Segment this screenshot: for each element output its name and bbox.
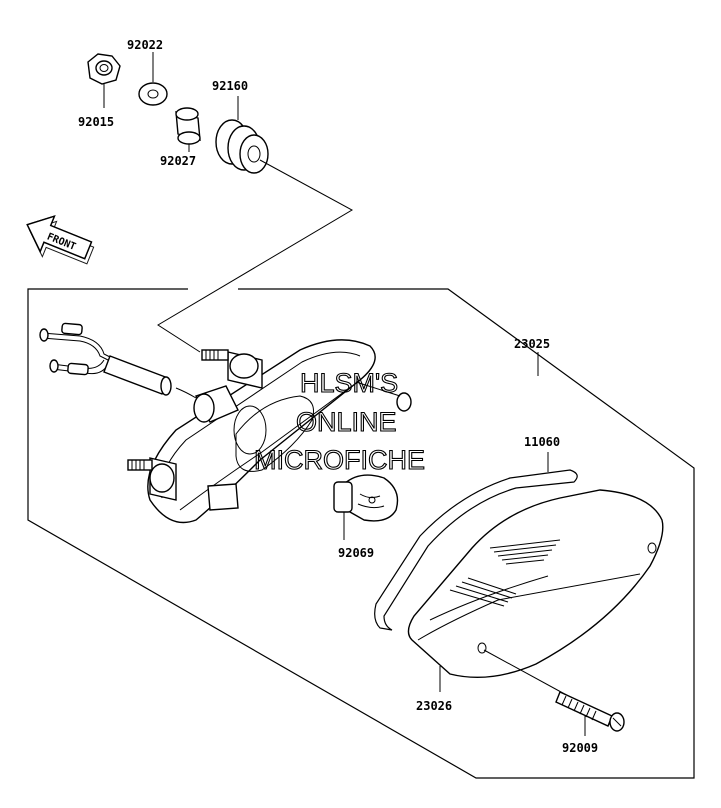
nut-92015 — [87, 53, 121, 85]
part-label-23026: 23026 — [416, 699, 452, 713]
watermark: HLSM'S ONLINE MICROFICHE — [253, 367, 425, 475]
lens-23026 — [407, 489, 664, 678]
screw-92009 — [555, 691, 625, 732]
part-label-11060: 11060 — [524, 435, 560, 449]
watermark-line-3: MICROFICHE — [254, 445, 425, 475]
watermark-line-1: HLSM'S — [300, 368, 398, 398]
collar-92027 — [175, 107, 201, 145]
part-label-92160: 92160 — [212, 79, 248, 93]
part-label-23025: 23025 — [514, 337, 550, 351]
part-label-92009: 92009 — [562, 741, 598, 755]
washer-92022 — [138, 82, 168, 106]
part-label-92022: 92022 — [127, 38, 163, 52]
part-label-92069: 92069 — [338, 546, 374, 560]
gasket-11060 — [374, 469, 578, 631]
part-label-92027: 92027 — [160, 154, 196, 168]
grommet-92160 — [215, 119, 269, 174]
assembly-frame — [27, 288, 695, 779]
taillight-base-23025 — [39, 322, 412, 524]
watermark-line-2: ONLINE — [296, 407, 397, 437]
bulb-92069 — [333, 474, 399, 522]
part-label-92015: 92015 — [78, 115, 114, 129]
front-arrow-icon: FRONT — [26, 215, 95, 265]
